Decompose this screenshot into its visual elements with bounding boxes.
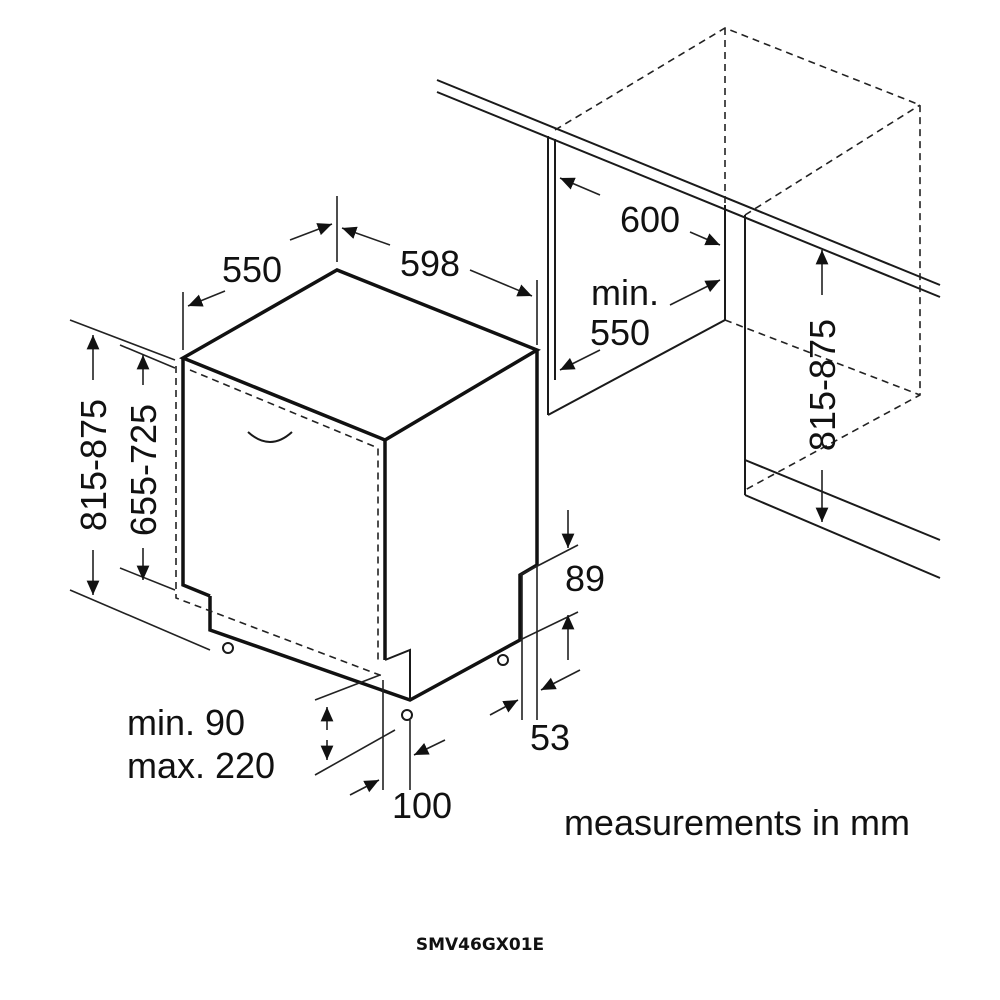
kitchen-cabinet: [436, 27, 941, 579]
plinth-gap-label: 89: [565, 558, 605, 599]
niche-width-label: 600: [620, 199, 680, 240]
dishwasher-body: [175, 268, 541, 721]
plinth-depth-label: 100: [392, 785, 452, 826]
door-height-label: 655-725: [123, 404, 164, 536]
dimension-lines: [69, 177, 829, 796]
appliance-height-label: 815-875: [73, 399, 114, 531]
niche-depth-value: 550: [590, 312, 650, 353]
width-label: 598: [400, 243, 460, 284]
niche-depth-min-label: min.: [591, 272, 659, 313]
niche-height-label: 815-875: [802, 319, 843, 451]
plinth-min-label: min. 90: [127, 702, 245, 743]
foot-offset-label: 53: [530, 717, 570, 758]
model-number: SMV46GX01E: [416, 935, 544, 955]
units-note: measurements in mm: [564, 802, 910, 843]
door-handle: [247, 431, 293, 443]
plinth-max-label: max. 220: [127, 745, 275, 786]
depth-label: 550: [222, 249, 282, 290]
